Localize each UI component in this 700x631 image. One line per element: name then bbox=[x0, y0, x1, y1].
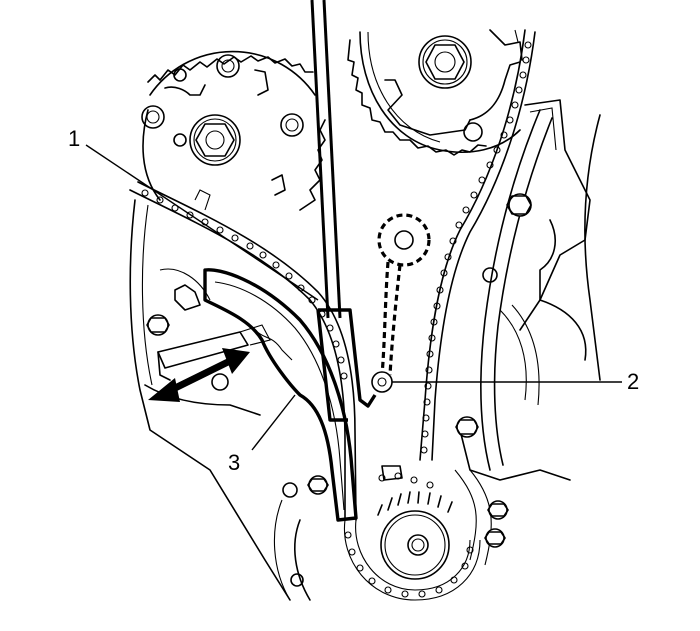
chain-guide bbox=[203, 268, 358, 522]
callout-3-leader bbox=[251, 394, 296, 451]
right-chain-guide bbox=[480, 109, 553, 471]
callout-1-label: 1 bbox=[68, 126, 81, 151]
callout-1-leader bbox=[85, 144, 319, 301]
hidden-tensioner-outline bbox=[377, 213, 431, 376]
bolts bbox=[146, 314, 509, 548]
engine-block-outline bbox=[129, 99, 601, 601]
movement-arrow bbox=[148, 348, 250, 402]
rod-tool bbox=[310, 0, 377, 422]
crankshaft-sprocket bbox=[343, 465, 481, 601]
tensioner-housing bbox=[144, 268, 271, 416]
left-camshaft-sprocket bbox=[141, 50, 326, 211]
timing-chain-right-run bbox=[419, 29, 536, 461]
guide-pivot-point bbox=[371, 371, 393, 393]
right-camshaft-sprocket bbox=[347, 29, 523, 156]
callout-3-label: 3 bbox=[228, 450, 241, 475]
callout-2-label: 2 bbox=[627, 369, 640, 394]
callout-leaders bbox=[85, 144, 622, 451]
